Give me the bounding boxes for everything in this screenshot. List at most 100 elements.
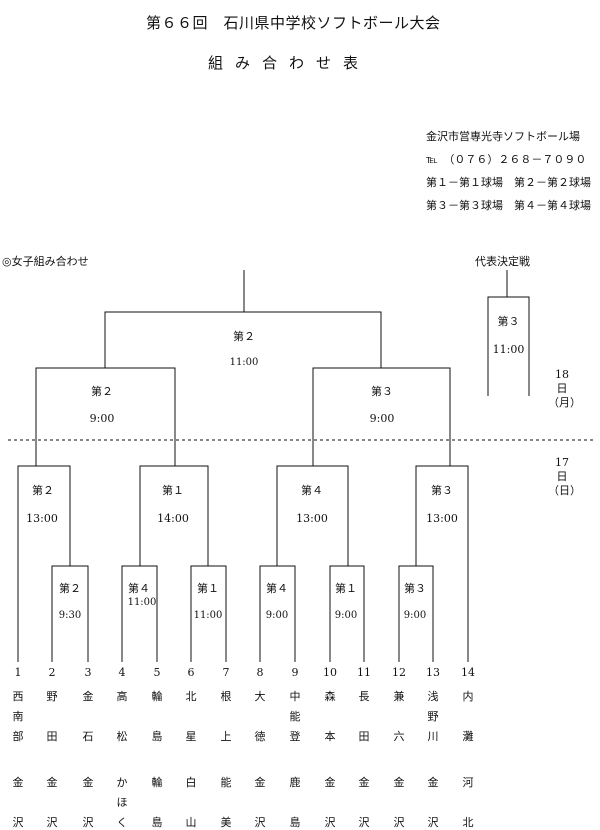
team-city-char: 金: [46, 776, 58, 789]
team-city-char: 金: [324, 776, 336, 789]
team-number: 4: [118, 666, 126, 679]
team-number: 5: [153, 666, 161, 679]
team-city-char: 沢: [46, 816, 58, 829]
page-title: 第６６回 石川県中学校ソフトボール大会: [146, 14, 441, 32]
team-city-char: 沢: [427, 816, 439, 829]
match-r1-time: 9:30: [58, 610, 82, 621]
team-city-char: 金: [254, 776, 266, 789]
bracket-q3: [276, 465, 349, 566]
team-school-char: 登: [289, 730, 301, 743]
team-school-char: 川: [427, 730, 439, 743]
match-semi-right-time: 9:00: [369, 412, 395, 425]
date-18-unit: 日: [556, 382, 568, 395]
bracket-r2: [121, 565, 158, 662]
team-city-char: か: [116, 776, 128, 789]
venue-fields-1: 第１－第１球場 第２－第２球場: [426, 176, 591, 189]
match-semi-left-time: 9:00: [89, 412, 115, 425]
match-rep-field: 第３: [497, 315, 520, 328]
team-school-char: 中: [289, 690, 301, 703]
team-school-char: 能: [289, 710, 301, 723]
team-school-char: 長: [358, 690, 370, 703]
bracket-final: [104, 311, 382, 368]
match-semi-left-field: 第２: [91, 385, 113, 398]
team-school-char: 星: [185, 730, 197, 743]
team-city-char: 金: [427, 776, 439, 789]
team-number: 9: [291, 666, 299, 679]
match-r3-field: 第１: [197, 582, 219, 595]
team-school-char: 野: [46, 690, 58, 703]
date-18-day: 18: [555, 368, 569, 381]
bracket-r3: [190, 565, 227, 662]
team-number: 12: [392, 666, 406, 679]
date-17-unit: 日: [556, 470, 568, 483]
team-number: 2: [48, 666, 56, 679]
team-city-char: 美: [220, 816, 232, 829]
team-school-char: 浅: [427, 690, 439, 703]
bracket-r4: [259, 565, 296, 662]
team-school-char: 灘: [462, 730, 474, 743]
team-number: 11: [357, 666, 371, 679]
match-r4-field: 第４: [266, 582, 288, 595]
team-school-char: 上: [220, 730, 232, 743]
team-school-char: 根: [220, 690, 232, 703]
date-17-weekday: （日）: [548, 484, 581, 497]
team-school-char: 兼: [393, 690, 405, 703]
match-r5-time: 9:00: [334, 610, 358, 621]
team-number: 7: [222, 666, 230, 679]
team-number: 1: [14, 666, 22, 679]
team-city-char: 沢: [12, 816, 24, 829]
bracket-semi-right: [312, 367, 451, 466]
venue-info: 金沢市営専光寺ソフトボール場 ℡ （０７６）２６８－７０９０ 第１－第１球場 第…: [426, 125, 591, 217]
match-r6-time: 9:00: [403, 610, 427, 621]
match-r1-field: 第２: [59, 582, 81, 595]
match-r4-time: 9:00: [265, 610, 289, 621]
team-school-char: 北: [185, 690, 197, 703]
team-city-char: 島: [289, 816, 301, 829]
team-number: 13: [426, 666, 440, 679]
team-school-char: 森: [324, 690, 336, 703]
team-school-char: 田: [46, 730, 58, 743]
bracket-r5: [329, 565, 365, 662]
team-school-char: 大: [254, 690, 266, 703]
match-r2-time: 11:00: [127, 597, 157, 608]
bracket-q1: [17, 465, 71, 662]
date-18-weekday: （月）: [548, 396, 581, 409]
date-17: 17 日 （日）: [548, 456, 581, 498]
match-q4-time: 13:00: [426, 512, 458, 525]
team-city-char: 沢: [358, 816, 370, 829]
team-city-char: 沢: [393, 816, 405, 829]
team-school-char: 西: [12, 690, 24, 703]
bracket-q2: [139, 465, 209, 566]
team-city-char: く: [116, 816, 128, 829]
team-city-char: 沢: [82, 816, 94, 829]
match-q4-field: 第３: [431, 484, 453, 497]
venue-phone: ℡ （０７６）２６８－７０９０: [426, 153, 587, 166]
match-final-time: 11:00: [229, 357, 259, 368]
match-r5-field: 第１: [335, 582, 357, 595]
team-city-char: 能: [220, 776, 232, 789]
match-q2-time: 14:00: [157, 512, 189, 525]
team-school-char: 石: [82, 730, 94, 743]
bracket-r6: [398, 565, 434, 662]
rep-label: 代表決定戦: [475, 255, 530, 268]
page-subtitle: 組み合わせ表: [208, 54, 371, 72]
team-city-char: 金: [12, 776, 24, 789]
date-18: 18 日 （月）: [548, 368, 581, 410]
team-city-char: ほ: [116, 796, 128, 809]
team-city-char: 北: [462, 816, 474, 829]
match-final-field: 第２: [233, 330, 255, 343]
team-city-char: 鹿: [289, 776, 301, 789]
match-q1-field: 第２: [32, 484, 54, 497]
venue-name: 金沢市営専光寺ソフトボール場: [426, 130, 580, 143]
match-semi-right-field: 第３: [371, 385, 393, 398]
team-school-char: 徳: [254, 730, 266, 743]
bracket-semi-left: [35, 367, 176, 466]
date-17-day: 17: [555, 456, 569, 469]
team-school-char: 部: [12, 730, 24, 743]
team-city-char: 金: [393, 776, 405, 789]
team-number: 8: [256, 666, 264, 679]
bracket-rep: [487, 296, 530, 396]
team-school-char: 六: [393, 730, 405, 743]
team-school-char: 田: [358, 730, 370, 743]
